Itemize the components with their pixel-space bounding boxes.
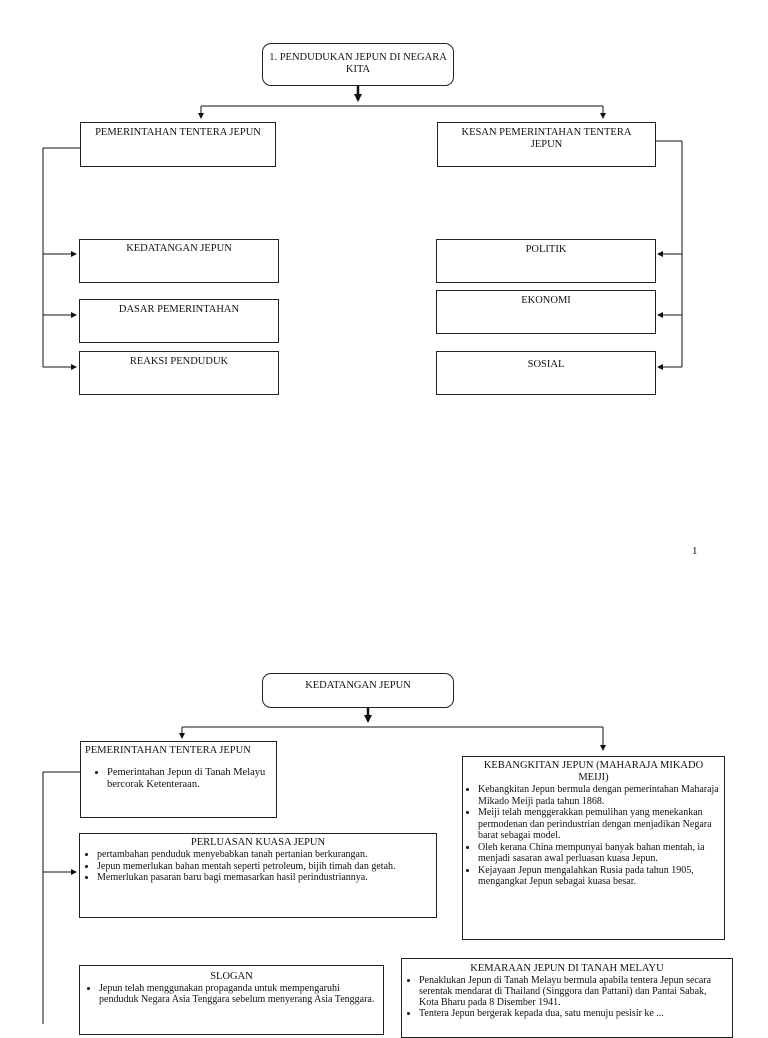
node-label: DASAR PEMERINTAHAN: [118, 304, 240, 315]
node-kesan-pemerintahan: KESAN PEMERINTAHAN TENTERA JEPUN: [437, 122, 656, 167]
bullet-list: Kebangkitan Jepun bermula dengan pemerin…: [468, 784, 719, 888]
bullet-item: Penaklukan Jepun di Tanah Melayu bermula…: [419, 975, 727, 1008]
bullet-item: pertambahan penduduk menyebabkan tanah p…: [97, 849, 431, 861]
node-kebangkitan-jepun: KEBANGKITAN JEPUN (MAHARAJA MIKADO MEIJI…: [462, 756, 725, 940]
bullet-item: Meiji telah menggerakkan pemulihan yang …: [478, 807, 719, 842]
bullet-item: Tentera Jepun bergerak kepada dua, satu …: [419, 1008, 727, 1019]
bullet-list: pertambahan penduduk menyebabkan tanah p…: [85, 849, 431, 884]
node-sosial: SOSIAL: [436, 351, 656, 395]
bullet-item: Jepun telah menggunakan propaganda untuk…: [99, 983, 378, 1005]
root-node-label: KEDATANGAN JEPUN: [305, 680, 411, 691]
node-reaksi-penduduk: REAKSI PENDUDUK: [79, 351, 279, 395]
node-label: SOSIAL: [527, 359, 565, 370]
node-perluasan-kuasa-jepun: PERLUASAN KUASA JEPUN pertambahan pendud…: [79, 833, 437, 918]
node-label: KESAN PEMERINTAHAN TENTERA JEPUN: [461, 127, 632, 150]
node-title: PEMERINTAHAN TENTERA JEPUN: [85, 745, 251, 756]
node-politik: POLITIK: [436, 239, 656, 283]
node-kemaraan-jepun: KEMARAAN JEPUN DI TANAH MELAYU Penakluka…: [401, 958, 733, 1038]
node-label: PEMERINTAHAN TENTERA JEPUN: [95, 127, 261, 138]
node-label: REAKSI PENDUDUK: [129, 356, 229, 367]
node-label: KEDATANGAN JEPUN: [126, 243, 232, 254]
page-number: 1: [692, 545, 698, 557]
bullet-item: Pemerintahan Jepun di Tanah Melayu berco…: [107, 767, 272, 791]
node-kedatangan-jepun: KEDATANGAN JEPUN: [79, 239, 279, 283]
node-title: PERLUASAN KUASA JEPUN: [190, 837, 326, 848]
bullet-item: Oleh kerana China mempunyai banyak bahan…: [478, 842, 719, 865]
node-dasar-pemerintahan: DASAR PEMERINTAHAN: [79, 299, 279, 343]
node-title: KEMARAAN JEPUN DI TANAH MELAYU: [470, 963, 664, 974]
bullet-item: Kebangkitan Jepun bermula dengan pemerin…: [478, 784, 719, 807]
root-node-label: 1. PENDUDUKAN JEPUN DI NEGARA KITA: [269, 52, 447, 75]
bullet-list: Penaklukan Jepun di Tanah Melayu bermula…: [407, 975, 727, 1019]
node-pemerintahan-tentera-jepun-2: PEMERINTAHAN TENTERA JEPUN Pemerintahan …: [80, 741, 277, 818]
root-node-pendudukan: 1. PENDUDUKAN JEPUN DI NEGARA KITA: [262, 43, 454, 86]
root-node-kedatangan-jepun: KEDATANGAN JEPUN: [262, 673, 454, 708]
node-label: POLITIK: [525, 244, 567, 255]
bullet-item: Kejayaan Jepun mengalahkan Rusia pada ta…: [478, 865, 719, 888]
bullet-item: Memerlukan pasaran baru bagi memasarkan …: [97, 872, 431, 884]
node-slogan: SLOGAN Jepun telah menggunakan propagand…: [79, 965, 384, 1035]
bullet-list: Jepun telah menggunakan propaganda untuk…: [85, 983, 378, 1005]
node-pemerintahan-tentera-jepun: PEMERINTAHAN TENTERA JEPUN: [80, 122, 276, 167]
node-title: SLOGAN: [210, 971, 253, 982]
node-label: EKONOMI: [521, 295, 571, 306]
node-ekonomi: EKONOMI: [436, 290, 656, 334]
node-title: KEBANGKITAN JEPUN (MAHARAJA MIKADO MEIJI…: [483, 760, 704, 783]
bullet-list: Pemerintahan Jepun di Tanah Melayu berco…: [85, 767, 272, 791]
bullet-item: Jepun memerlukan bahan mentah seperti pe…: [97, 861, 431, 873]
